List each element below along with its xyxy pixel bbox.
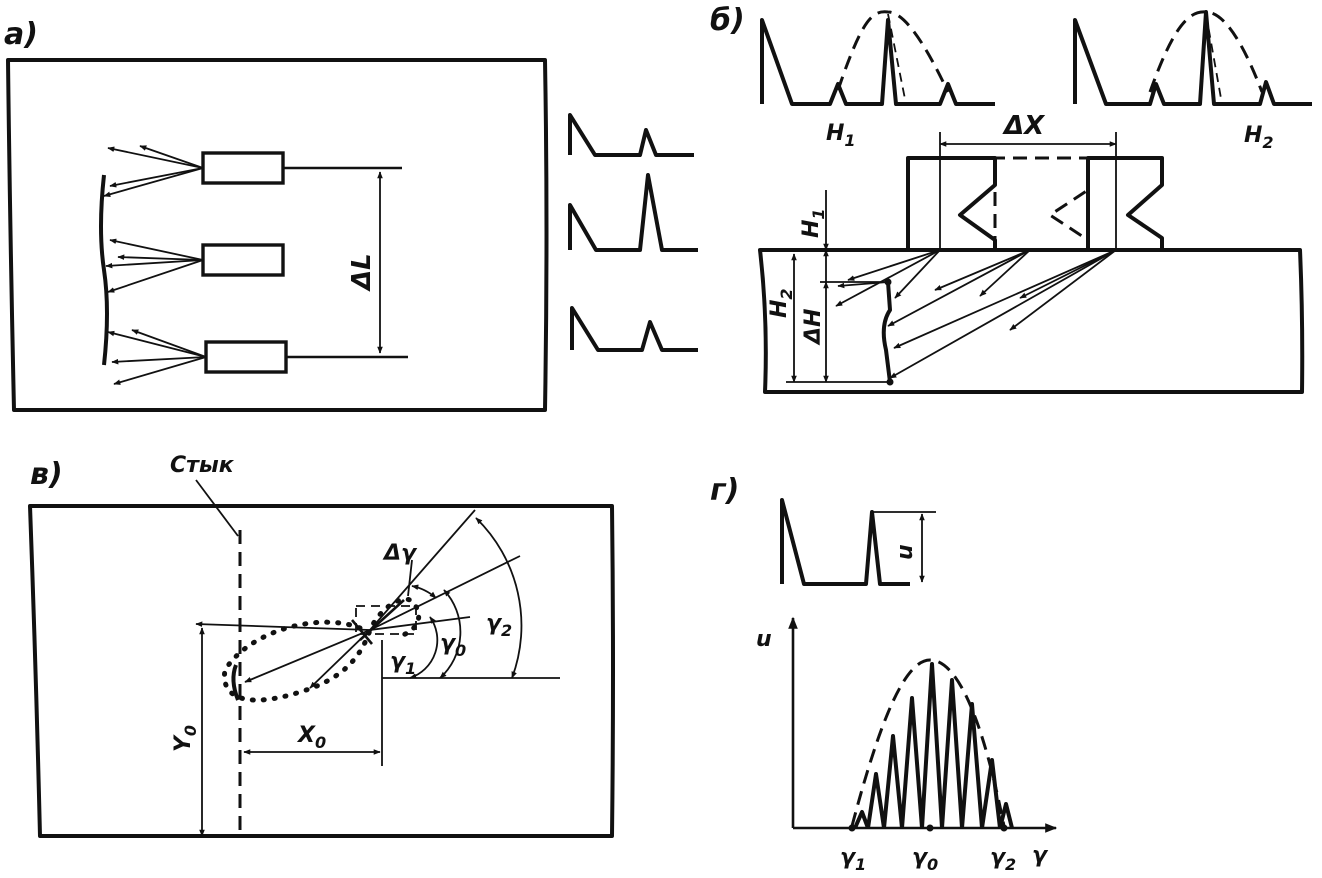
panel-d-y-axis-label: u <box>756 627 772 652</box>
panel-c-gamma1: γ1 <box>390 649 416 678</box>
panel-b-probe-left <box>906 156 997 250</box>
panel-a-probe-bottom <box>204 340 288 374</box>
panel-a-plate <box>6 58 549 412</box>
panel-d-amplitude-label: u <box>893 544 918 560</box>
panel-c-plate <box>28 504 615 838</box>
panel-b-beams <box>835 249 1117 379</box>
panel-b-oscillogram-1 <box>760 18 995 106</box>
panel-c-label: в) <box>30 457 63 492</box>
panel-c-y0: Y0 <box>171 725 200 752</box>
panel-d-tick-gamma0: γ0 <box>912 845 938 874</box>
panel-b: б) H1 H2 ΔX <box>710 3 1312 394</box>
panel-b-h1-dimension: H1 <box>799 208 828 238</box>
panel-a-probe-top <box>201 151 285 185</box>
panel-d-tick-gamma1: γ1 <box>840 845 866 874</box>
panel-d-envelope <box>850 658 1006 827</box>
panel-a-probe-middle <box>201 243 285 277</box>
panel-c-delta-gamma: Δγ <box>382 541 418 566</box>
panel-b-dh-label: ΔH <box>801 309 826 346</box>
panel-a-oscillogram-3 <box>570 306 698 352</box>
panel-c-x0: X0 <box>296 723 326 752</box>
panel-d-x-axis-label: γ <box>1032 843 1049 868</box>
panel-c-gamma0: γ0 <box>440 631 466 660</box>
panel-a-label: а) <box>4 17 38 52</box>
panel-b-probe-right <box>1086 156 1164 250</box>
panel-b-h1-label: H1 <box>826 121 856 150</box>
panel-d: г) u u γ1 γ0 γ2 γ <box>710 473 1058 874</box>
panel-c-gamma2: γ2 <box>486 611 512 640</box>
panel-c-defect <box>231 664 240 701</box>
panel-c-joint-label: Стык <box>170 453 235 478</box>
panel-a: а) ΔL <box>4 17 698 412</box>
panel-a-oscillogram-1 <box>568 113 694 157</box>
panel-d-label: г) <box>710 473 739 508</box>
panel-d-tick-gamma2: γ2 <box>990 845 1016 874</box>
panel-b-defect <box>881 281 892 383</box>
panel-a-dimension-label: ΔL <box>347 253 377 292</box>
panel-b-h2-label: H2 <box>1244 123 1274 152</box>
panel-b-h2-dimension: H2 <box>767 288 796 318</box>
panel-b-oscillogram-2 <box>1073 10 1312 106</box>
panel-a-defect <box>99 174 109 366</box>
panel-b-probe-middle <box>993 156 1090 250</box>
panel-a-oscillogram-2 <box>568 173 698 252</box>
panel-c: в) Стык Δγ γ1 γ0 γ2 <box>28 453 615 838</box>
panel-b-envelope-1 <box>836 10 950 93</box>
panel-b-envelope-2 <box>1148 10 1264 93</box>
panel-d-oscillogram <box>780 498 910 586</box>
panel-b-plate <box>758 248 1305 394</box>
panel-b-label: б) <box>710 3 745 38</box>
panel-b-dx-label: ΔX <box>1002 111 1046 141</box>
panel-a-beams <box>103 145 207 385</box>
panel-d-pulses <box>853 662 1014 829</box>
